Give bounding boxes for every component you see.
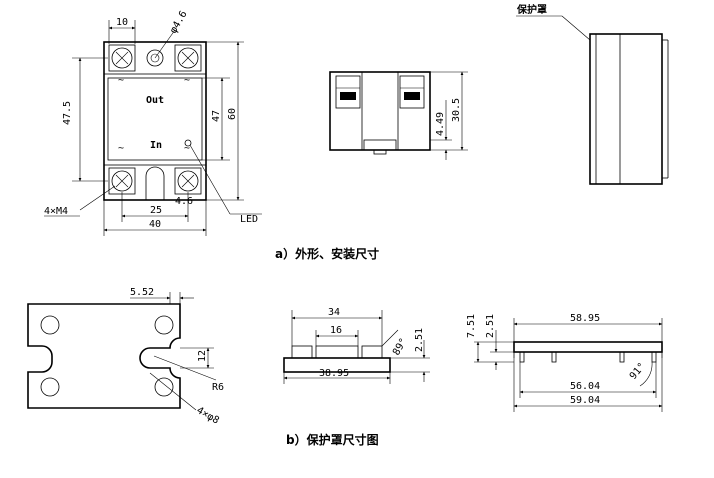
terminal-frame <box>108 44 136 72</box>
dim-38-95: 38.95 <box>319 368 349 379</box>
dim-56-04: 56.04 <box>570 381 600 392</box>
dim-h-47-5: 47.5 <box>62 101 73 125</box>
dim-side-30-5: 30.5 <box>451 98 462 122</box>
relay-bottom-terminal-block <box>103 164 207 201</box>
relay-side-view: 4.49 30.5 <box>329 71 468 160</box>
mounting-hole-icon <box>154 377 174 397</box>
cover-top-view: 5.52 12 R6 4×φ8 <box>27 287 224 427</box>
relay-side-outline <box>329 71 431 151</box>
mounting-hole-icon <box>154 315 174 335</box>
terminal-side <box>335 75 361 109</box>
dim-58-95: 58.95 <box>570 313 600 324</box>
terminal-frame <box>174 44 202 72</box>
dim-h-60: 60 <box>227 108 238 120</box>
ac-mark: ~ <box>184 75 190 86</box>
screw-icon <box>111 47 133 69</box>
cover-side-outline <box>513 341 663 353</box>
cover-side-view: 保护罩 <box>516 3 669 185</box>
dim-h-47: 47 <box>211 110 222 122</box>
led-icon <box>184 139 192 147</box>
dim-w-25: 25 <box>150 205 162 216</box>
dim-2-51b: 2.51 <box>485 314 496 338</box>
screw-icon <box>177 47 199 69</box>
dim-w-4-6: 4.6 <box>175 196 193 207</box>
terminal-screw-head <box>404 92 420 100</box>
dim-12: 12 <box>197 350 208 362</box>
mounting-hole-icon <box>40 377 60 397</box>
dim-34: 34 <box>328 307 340 318</box>
mounting-hole-icon <box>40 315 60 335</box>
led-label: LED <box>240 214 258 225</box>
dim-59-04: 59.04 <box>570 395 600 406</box>
ac-mark: ~ <box>184 143 190 154</box>
dim-hole-dia: φ4.6 <box>168 9 190 35</box>
out-label: Out <box>146 95 164 106</box>
dim-2-51: 2.51 <box>414 328 425 352</box>
cover-side-section: 7.51 2.51 58.95 91° 56.04 59.04 <box>466 313 663 412</box>
relay-label-panel <box>107 77 203 161</box>
screw-icon <box>177 170 199 192</box>
caption-b: b）保护罩尺寸图 <box>286 432 379 447</box>
ac-mark: ~ <box>118 75 124 86</box>
terminal-screw-head <box>340 92 356 100</box>
ac-mark: ~ <box>118 143 124 154</box>
dim-w-40: 40 <box>149 219 161 230</box>
cover-outline <box>589 33 663 185</box>
dim-89deg: 89° <box>391 336 410 357</box>
dim-91deg: 91° <box>628 361 648 382</box>
caption-a: a）外形、安装尺寸 <box>275 246 379 261</box>
relay-top-view: ~ ~ ~ ~ Out In 10 φ4.6 47.5 47 60 4 <box>44 9 262 236</box>
terminal-side <box>399 75 425 109</box>
protective-cover-label: 保护罩 <box>516 3 547 16</box>
cover-front-view: 34 16 89° 2.51 38.95 <box>283 307 430 384</box>
dim-4xphi8: 4×φ8 <box>195 405 221 427</box>
screw-icon <box>111 170 133 192</box>
mounting-hole-icon <box>146 49 164 67</box>
dim-side-4-49: 4.49 <box>435 112 446 136</box>
mounting-slot <box>145 166 165 200</box>
cover-plate-outline <box>27 303 181 409</box>
dim-r6: R6 <box>212 382 224 393</box>
dim-4xm4: 4×M4 <box>44 206 68 217</box>
dim-16: 16 <box>330 325 342 336</box>
in-label: In <box>150 140 162 151</box>
dim-5-52: 5.52 <box>130 287 154 298</box>
dim-7-51: 7.51 <box>466 314 477 338</box>
dim-top-10: 10 <box>116 17 128 28</box>
